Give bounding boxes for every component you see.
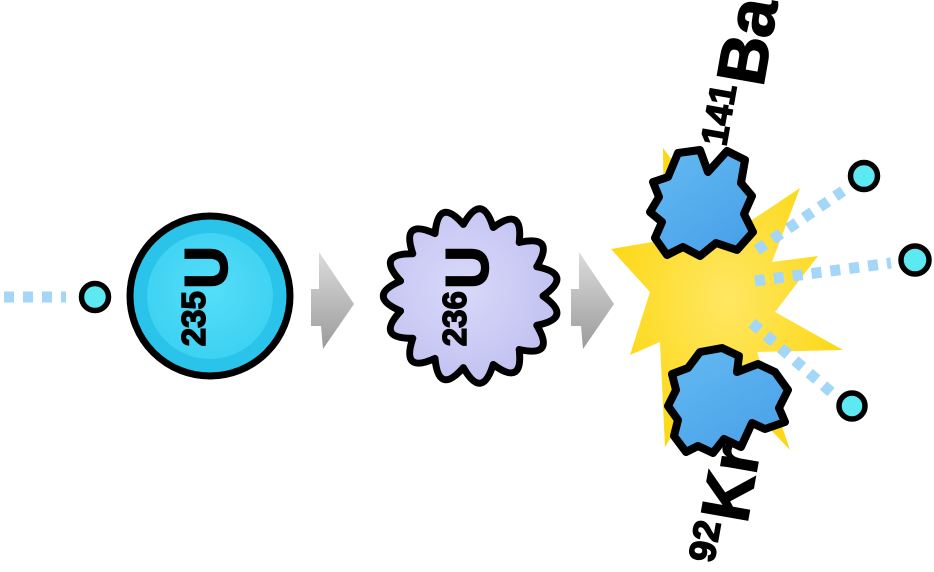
ejected-neutron-bottom — [836, 390, 868, 422]
kr92-fragment — [664, 344, 792, 457]
step-arrow-2 — [571, 252, 614, 349]
ejected-neutron-top — [847, 159, 881, 193]
incoming-neutron — [78, 280, 112, 314]
ba141-fragment — [646, 146, 757, 260]
ejected-neutron-trail-middle — [754, 257, 892, 287]
u236-nucleus — [379, 205, 561, 387]
u235-nucleus-inner — [147, 233, 273, 359]
ejected-neutron-middle — [898, 243, 932, 277]
step-arrow-1 — [311, 252, 354, 349]
